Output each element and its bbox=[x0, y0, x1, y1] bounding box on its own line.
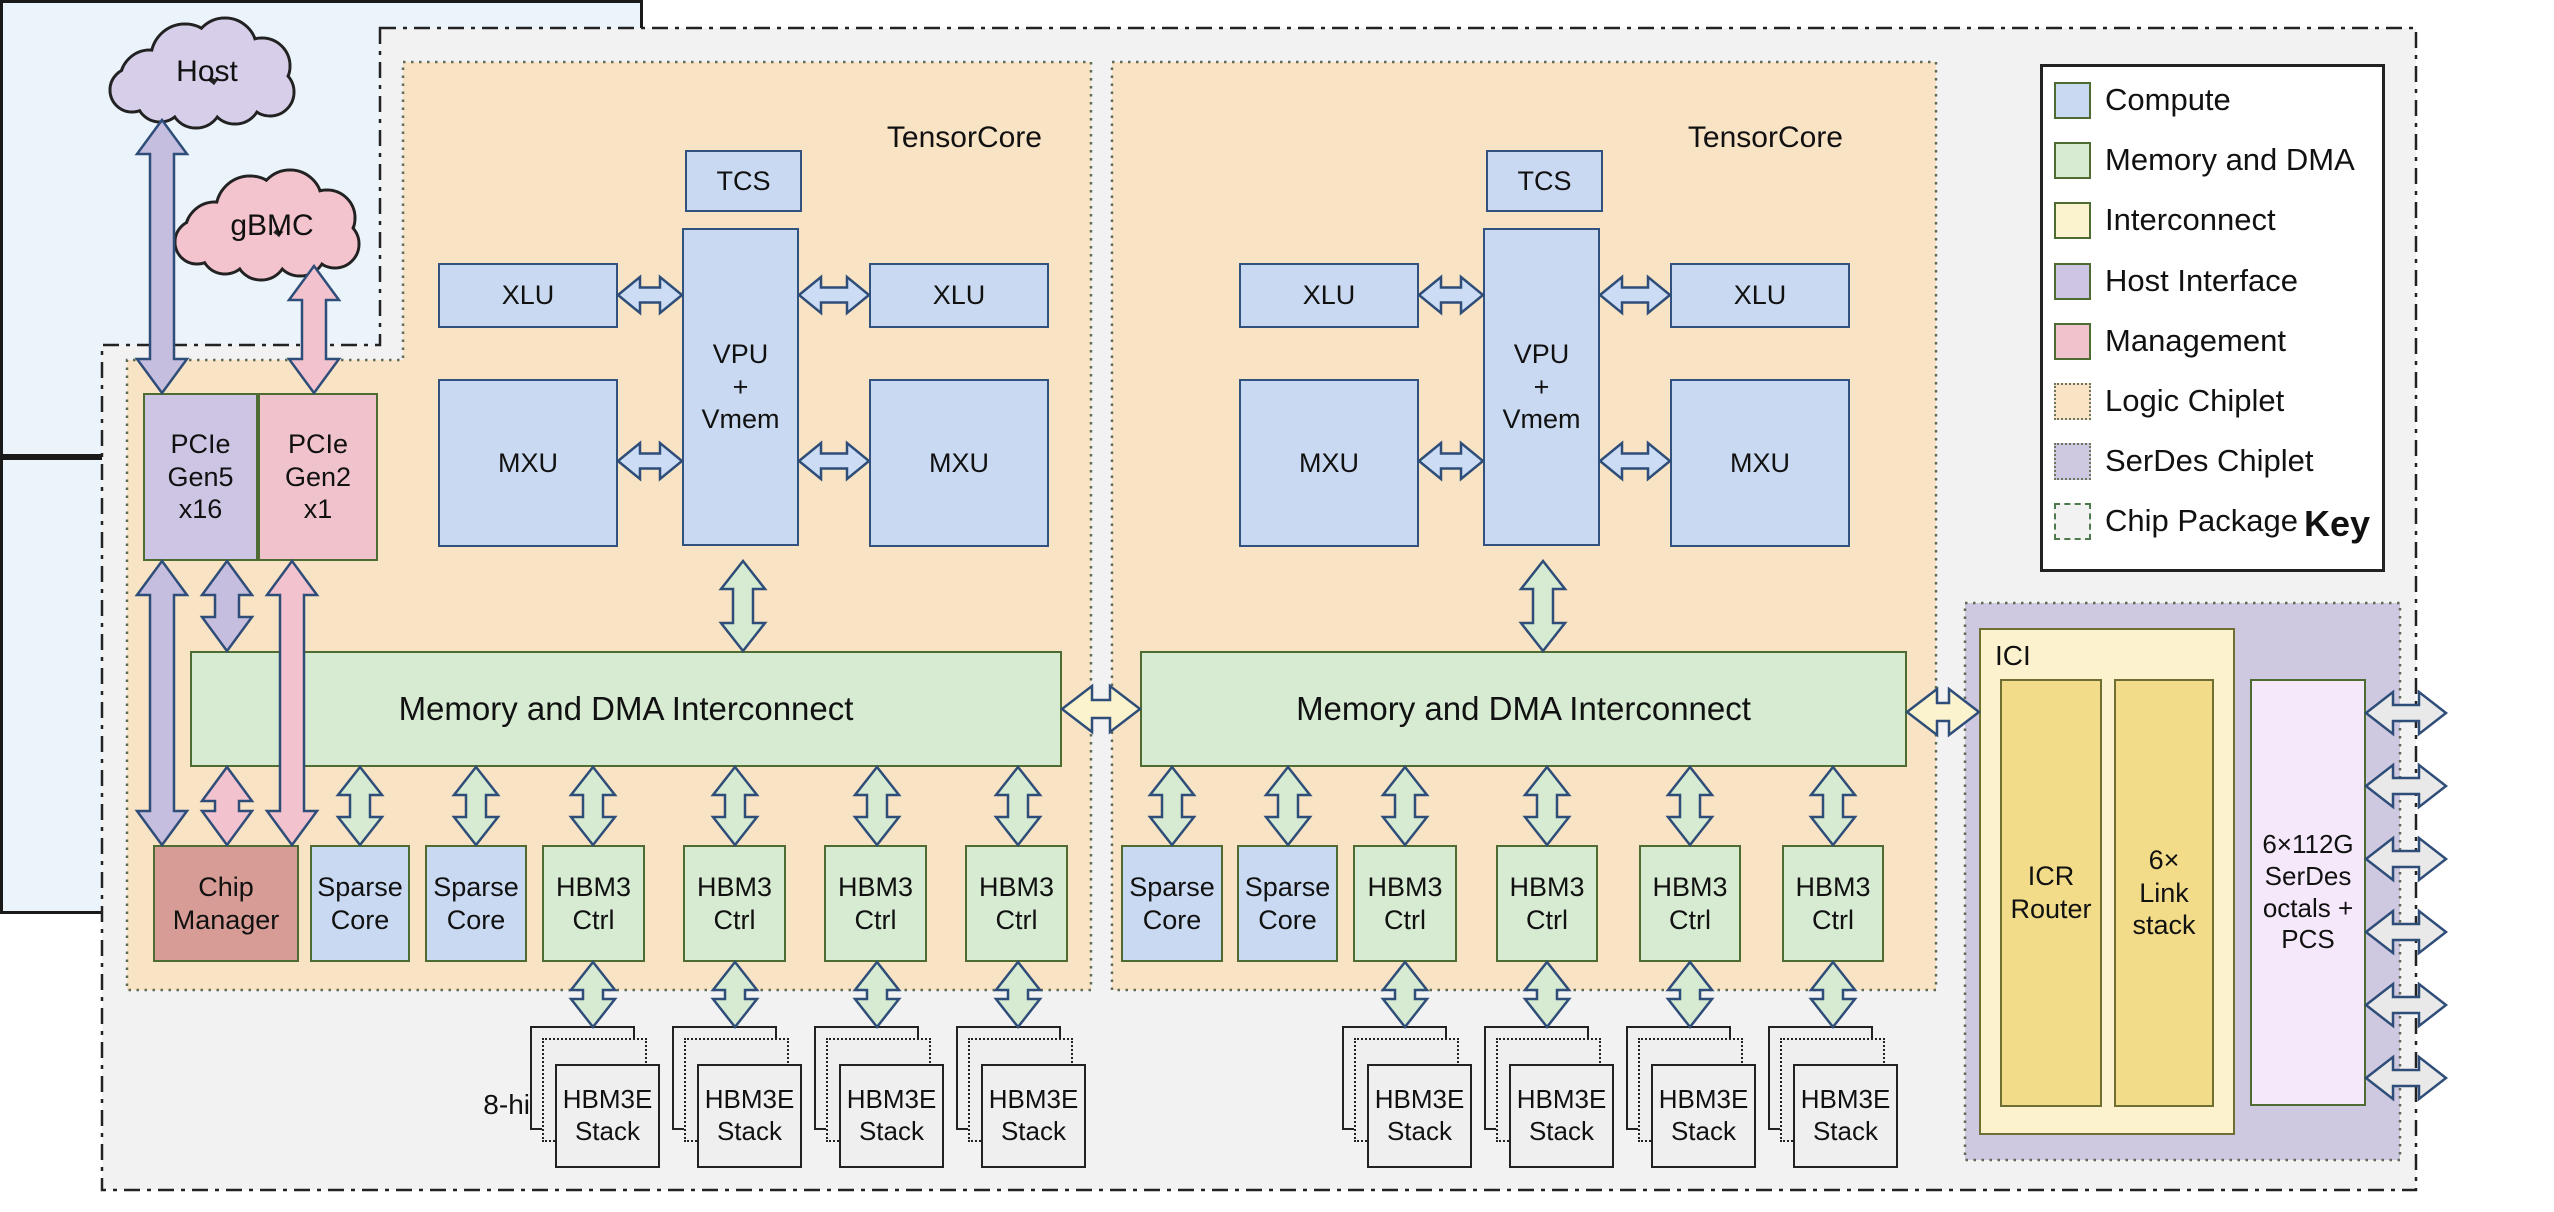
key-item-label: Logic Chiplet bbox=[2105, 383, 2285, 419]
tensorcore-label: TensorCore bbox=[886, 121, 1042, 154]
host-cloud bbox=[108, 16, 296, 130]
key-item-label: Compute bbox=[2105, 82, 2231, 118]
memory-dma-interconnect-2: Memory and DMA Interconnect bbox=[1140, 651, 1907, 767]
hbm3-ctrl-box: HBM3 Ctrl bbox=[542, 845, 645, 962]
xlu-box: XLU bbox=[438, 263, 618, 328]
xlu-box: XLU bbox=[1670, 263, 1850, 328]
serdes-octals-box: 6×112G SerDes octals + PCS bbox=[2250, 679, 2366, 1106]
host-cloud-label: Host bbox=[176, 55, 238, 88]
sparse-core-box: Sparse Core bbox=[425, 845, 527, 962]
mxu-box: MXU bbox=[1670, 379, 1850, 547]
hbm3-ctrl-box: HBM3 Ctrl bbox=[683, 845, 786, 962]
key-item-label: SerDes Chiplet bbox=[2105, 443, 2314, 479]
key-swatch-chip_package bbox=[2054, 503, 2091, 540]
hbm3e-stack: HBM3E Stack bbox=[555, 1064, 660, 1168]
hbm3e-stack: HBM3E Stack bbox=[981, 1064, 1086, 1168]
hbm3-ctrl-box: HBM3 Ctrl bbox=[824, 845, 927, 962]
sparse-core-box: Sparse Core bbox=[1237, 845, 1338, 962]
memory-dma-interconnect-1: Memory and DMA Interconnect bbox=[190, 651, 1062, 767]
key-item-label: Host Interface bbox=[2105, 263, 2298, 299]
icr-router-box: ICR Router bbox=[2000, 679, 2102, 1107]
mxu-box: MXU bbox=[869, 379, 1049, 547]
hbm3e-stack: HBM3E Stack bbox=[1651, 1064, 1756, 1168]
tensorcore-label: TensorCore bbox=[1687, 121, 1843, 154]
xlu-box: XLU bbox=[869, 263, 1049, 328]
hbm3e-stack: HBM3E Stack bbox=[839, 1064, 944, 1168]
hbm3-ctrl-box: HBM3 Ctrl bbox=[1782, 845, 1884, 962]
key-item-label: Interconnect bbox=[2105, 202, 2276, 238]
gbmc-cloud-label: gBMC bbox=[230, 209, 314, 242]
key-item-label: Chip Package bbox=[2105, 503, 2299, 539]
key-swatch-interconnect bbox=[2054, 202, 2091, 239]
hbm3-ctrl-box: HBM3 Ctrl bbox=[1353, 845, 1457, 962]
vpu-vmem-box: VPU + Vmem bbox=[1483, 228, 1600, 546]
pcie-gen2-box: PCIe Gen2 x1 bbox=[258, 393, 378, 561]
hbm3-ctrl-box: HBM3 Ctrl bbox=[965, 845, 1068, 962]
sparse-core-box: Sparse Core bbox=[310, 845, 410, 962]
key-swatch-memory bbox=[2054, 142, 2091, 179]
mxu-box: MXU bbox=[1239, 379, 1419, 547]
hbm3e-stack: HBM3E Stack bbox=[1793, 1064, 1898, 1168]
key-swatch-management bbox=[2054, 323, 2091, 360]
ici-label: ICI bbox=[1995, 640, 2031, 672]
link-stack-box: 6× Link stack bbox=[2114, 679, 2214, 1107]
tcs-box: TCS bbox=[1486, 150, 1603, 212]
sparse-core-box: Sparse Core bbox=[1121, 845, 1223, 962]
vpu-vmem-box: VPU + Vmem bbox=[682, 228, 799, 546]
key-panel bbox=[2040, 64, 2385, 572]
key-swatch-host bbox=[2054, 263, 2091, 300]
hbm3e-stack: HBM3E Stack bbox=[1509, 1064, 1614, 1168]
key-swatch-serdes_chiplet bbox=[2054, 443, 2091, 480]
hbm3e-stack: HBM3E Stack bbox=[697, 1064, 802, 1168]
key-title: Key bbox=[2303, 503, 2370, 545]
stack-height-note: 8-hi bbox=[483, 1089, 530, 1121]
mxu-box: MXU bbox=[438, 379, 618, 547]
hbm3-ctrl-box: HBM3 Ctrl bbox=[1496, 845, 1598, 962]
hbm3-ctrl-box: HBM3 Ctrl bbox=[1639, 845, 1741, 962]
chip-manager-box: Chip Manager bbox=[153, 845, 299, 962]
pcie-gen5-box: PCIe Gen5 x16 bbox=[143, 393, 258, 561]
tcs-box: TCS bbox=[685, 150, 802, 212]
hbm3e-stack: HBM3E Stack bbox=[1367, 1064, 1472, 1168]
key-item-label: Management bbox=[2105, 323, 2286, 359]
xlu-box: XLU bbox=[1239, 263, 1419, 328]
key-swatch-logic_chiplet bbox=[2054, 383, 2091, 420]
key-item-label: Memory and DMA bbox=[2105, 142, 2355, 178]
key-swatch-compute bbox=[2054, 82, 2091, 119]
